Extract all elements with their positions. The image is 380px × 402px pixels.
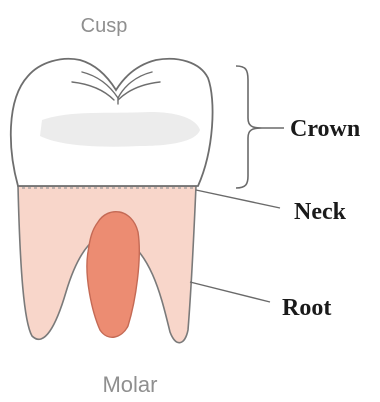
caption-label: Molar [102,372,157,397]
crown-label: Crown [290,116,360,142]
pulp-cavity [87,212,139,338]
crown-bracket-icon [236,66,262,188]
crown-shadow [40,112,200,147]
root-label: Root [282,295,331,321]
root-leader [190,282,270,302]
neck-leader [196,190,280,208]
neck-label: Neck [294,199,347,225]
cusp-label: Cusp [81,15,128,37]
